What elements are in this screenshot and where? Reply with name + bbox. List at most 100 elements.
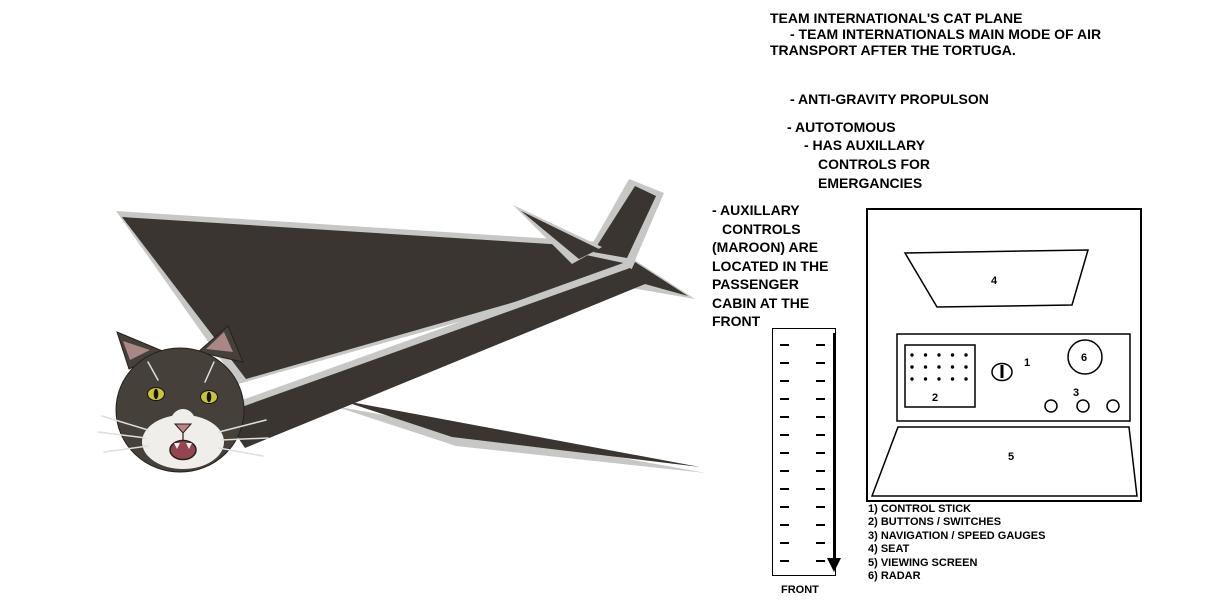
button-dot: [923, 353, 928, 357]
passenger-cabin-strip: [772, 328, 836, 576]
viewing-screen-shape: [870, 426, 1138, 497]
subtitle-line-2: TRANSPORT AFTER THE TORTUGA.: [770, 42, 1016, 58]
legend-item: 5) VIEWING SCREEN: [868, 556, 978, 569]
seat-dash-row: [773, 498, 835, 516]
aux-note-line-7: FRONT: [712, 313, 761, 329]
seat-dash: [780, 470, 789, 472]
seat-dash: [780, 524, 789, 526]
seat-dash: [780, 434, 789, 436]
front-direction-arrow: [833, 333, 835, 559]
cat-tooth-left: [174, 443, 180, 449]
plane-body-group: [116, 179, 706, 473]
cat-whisker: [101, 415, 149, 431]
cat-whisker: [218, 447, 264, 457]
seat-label: 4: [991, 275, 998, 287]
viewing-screen-label: 5: [1008, 451, 1014, 463]
button-dot: [923, 377, 928, 381]
gauges-label: 3: [1073, 387, 1079, 399]
legend-item: 4) SEAT: [868, 543, 910, 556]
button-dot: [950, 365, 955, 369]
aux-controls-note: - AUXILLARY CONTROLS (MAROON) ARE LOCATE…: [712, 201, 828, 331]
legend-item: 2) BUTTONS / SWITCHES: [868, 516, 1002, 529]
cat-right-pupil: [206, 391, 212, 403]
near-wing: [340, 400, 700, 467]
cat-eyebrow-whisker: [147, 361, 159, 381]
cat-head: [97, 325, 269, 473]
gauge-circle: [1076, 399, 1090, 413]
seat-dash: [816, 380, 825, 382]
seat-dash: [780, 416, 789, 418]
seat-dash-row: [773, 462, 835, 480]
seat-shape: [903, 249, 1090, 308]
button-dot: [910, 365, 914, 369]
button-dot: [964, 365, 968, 369]
cat-left-pupil: [153, 388, 159, 400]
aux-note-line-6: CABIN AT THE: [712, 294, 810, 311]
seat-dash: [816, 362, 825, 364]
cat-whisker: [103, 445, 149, 453]
seat-dash-row: [773, 390, 835, 408]
legend-item: 1) CONTROL STICK: [868, 503, 972, 515]
cat-whiskers: [97, 361, 269, 457]
seat-dash: [816, 416, 825, 418]
seat-dash-row: [773, 516, 835, 534]
feature-autonomous: - AUTOTOMOUS: [787, 119, 896, 135]
seat-dash: [816, 434, 825, 436]
seat-dash: [816, 398, 825, 400]
button-dot: [910, 377, 914, 381]
seat-dash-row: [773, 552, 835, 570]
cat-eyebrow-whisker: [204, 361, 215, 383]
seat-dash: [816, 542, 825, 544]
feature-aux-line-3: EMERGANCIES: [818, 175, 923, 191]
seat-dash-row: [773, 372, 835, 390]
feature-aux-line-1: - HAS AUXILLARY: [804, 137, 926, 153]
button-dot: [950, 353, 955, 357]
feature-aux-controls: - HAS AUXILLARY CONTROLS FOR EMERGANCIES: [804, 136, 930, 193]
aux-note-line-4: LOCATED IN THE: [712, 257, 829, 274]
seat-dash: [816, 524, 825, 526]
button-dot: [910, 353, 914, 357]
radar-label: 6: [1081, 352, 1087, 364]
seat-dash: [816, 506, 825, 508]
feature-anti-gravity: - ANTI-GRAVITY PROPULSON: [790, 91, 989, 107]
front-label: FRONT: [781, 584, 819, 596]
seat-dash: [816, 452, 825, 454]
seat-dash-row: [773, 336, 835, 354]
cat-tooth-right: [186, 443, 192, 449]
legend-item: 3) NAVIGATION / SPEED GAUGES: [868, 529, 1046, 542]
seat-dash-row: [773, 408, 835, 426]
cat-whisker: [220, 437, 269, 441]
title-block: TEAM INTERNATIONAL'S CAT PLANE - TEAM IN…: [770, 10, 1101, 58]
cockpit-diagram-svg: 4 2 1 6 3 5: [866, 208, 1142, 502]
seat-dash: [780, 398, 789, 400]
cockpit-legend: 1) CONTROL STICK 2) BUTTONS / SWITCHES 3…: [868, 503, 1045, 583]
control-stick-label: 1: [1024, 357, 1030, 369]
button-dot: [937, 353, 941, 357]
cabin-seat-dashes: [773, 336, 835, 570]
seat-dash: [816, 344, 825, 346]
cat-nose: [173, 423, 193, 434]
seat-dash-row: [773, 534, 835, 552]
cockpit-diagram: 4 2 1 6 3 5: [866, 208, 1142, 502]
button-dot: [964, 377, 968, 381]
button-dot: [950, 377, 955, 381]
right-stabilizer: [627, 262, 688, 296]
seat-dash: [780, 452, 789, 454]
subtitle-line-1: - TEAM INTERNATIONALS MAIN MODE OF AIR: [790, 26, 1102, 42]
front-arrow-head-icon: [827, 558, 841, 572]
button-dot: [937, 377, 941, 381]
legend-item: 6) RADAR: [868, 570, 921, 583]
far-wing-and-upper-fuselage: [122, 217, 633, 379]
aux-note-line-3: (MAROON) ARE: [712, 239, 819, 255]
seat-dash: [816, 560, 825, 562]
button-dot: [937, 365, 941, 369]
seat-dash: [780, 542, 789, 544]
seat-dash: [816, 470, 825, 472]
tail-fin: [593, 186, 656, 258]
cat-open-mouth: [169, 439, 197, 461]
seat-dash-row: [773, 444, 835, 462]
seat-dash: [780, 344, 789, 346]
seat-dash: [780, 560, 789, 562]
